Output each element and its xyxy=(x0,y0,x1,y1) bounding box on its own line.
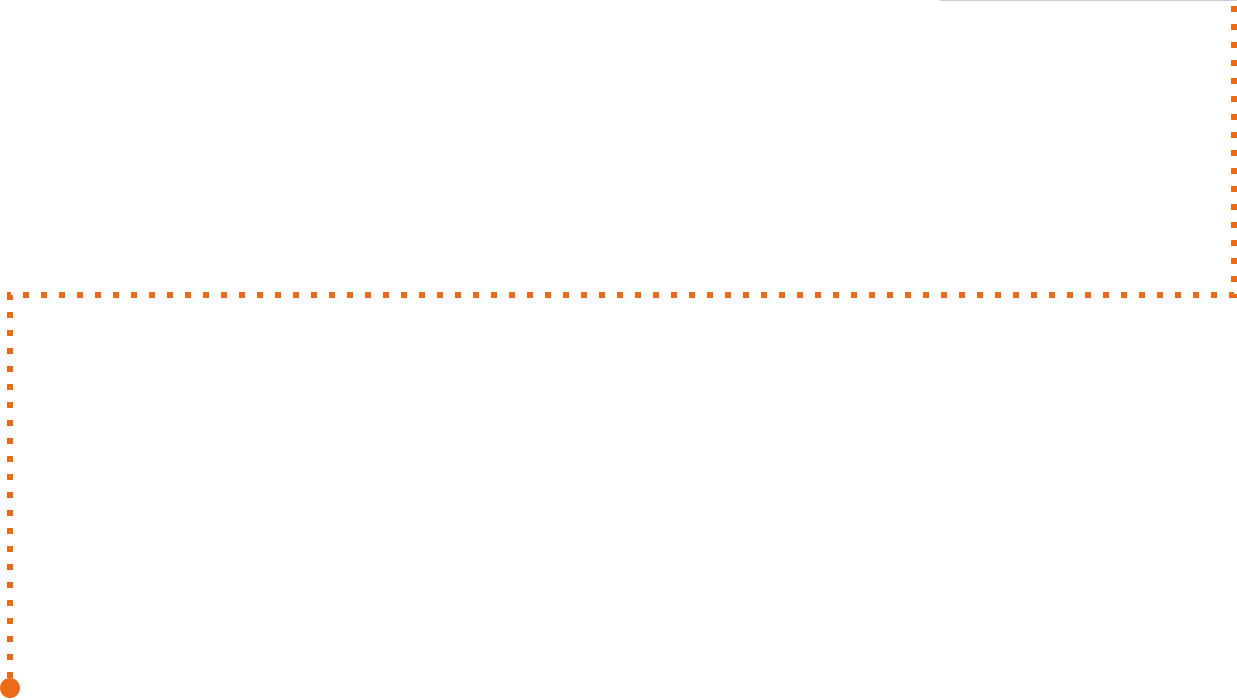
connector-end-dot xyxy=(0,678,20,698)
connector-line xyxy=(7,6,1237,682)
top-divider-line xyxy=(940,0,1237,1)
